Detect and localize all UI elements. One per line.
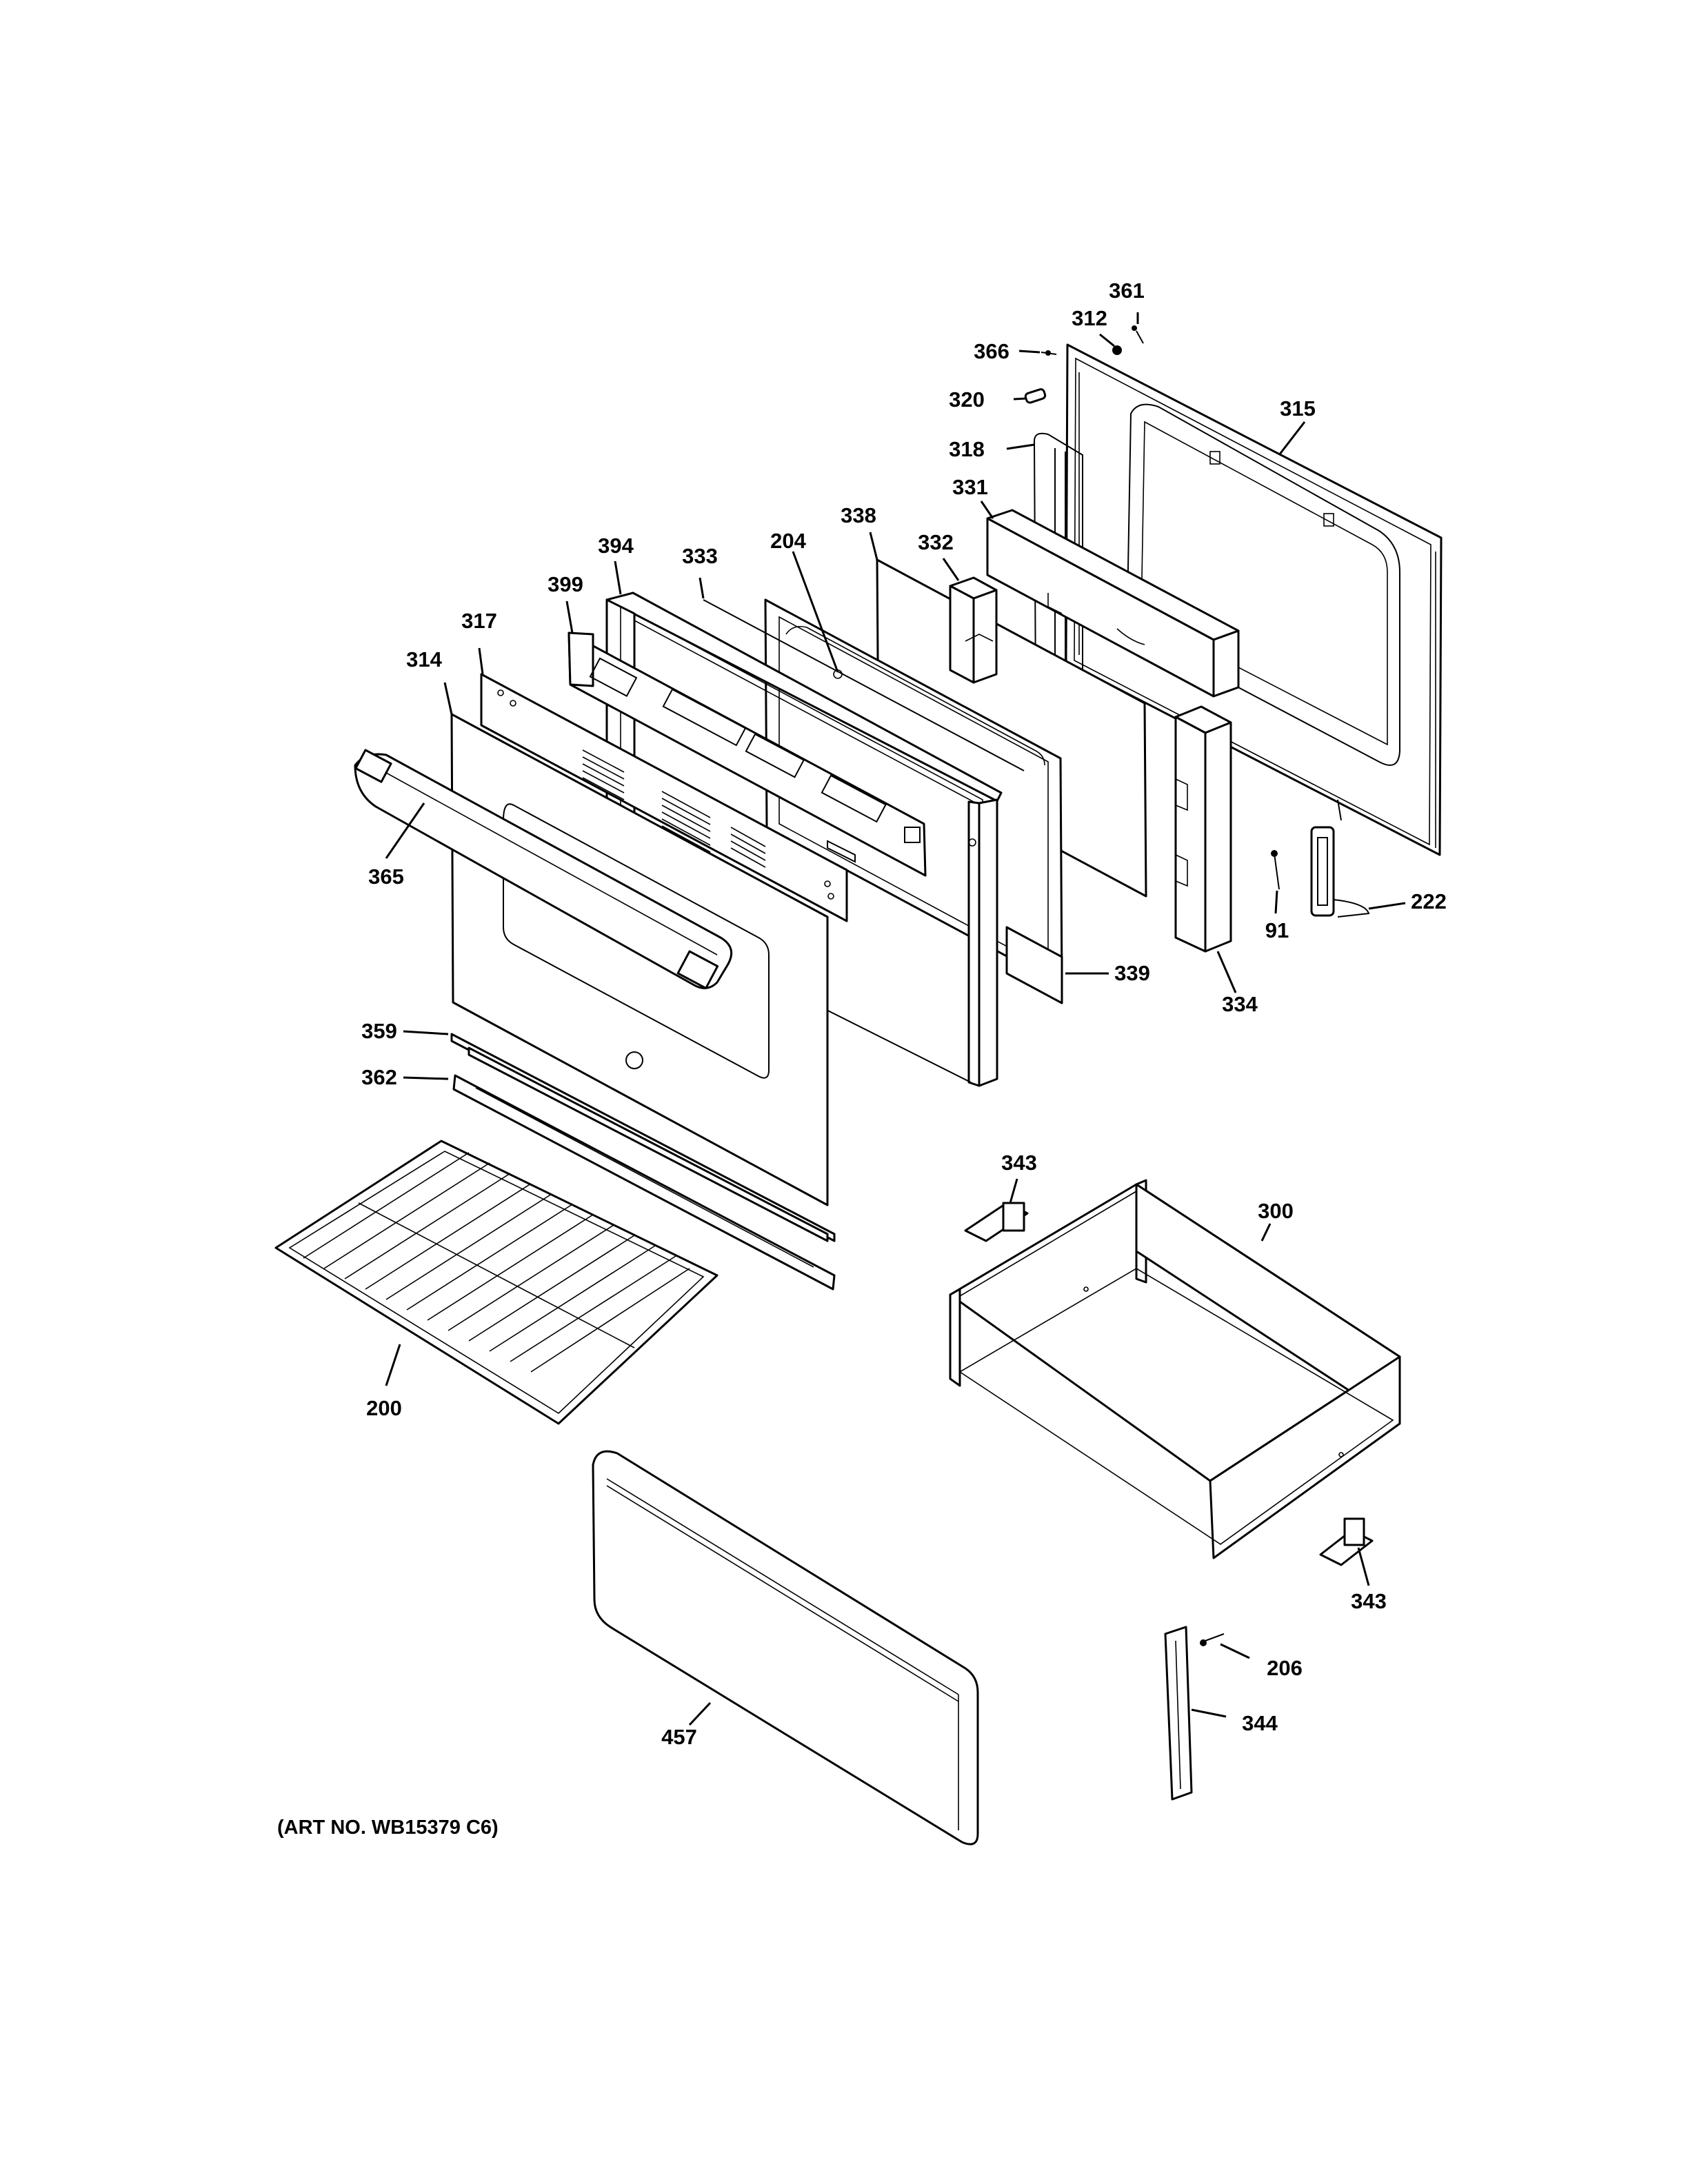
callout-457: 457 bbox=[661, 1725, 697, 1749]
part-361-screw bbox=[1132, 325, 1144, 344]
callout-362: 362 bbox=[361, 1065, 397, 1089]
callout-labels: 361 312 366 320 315 318 331 338 332 394 … bbox=[277, 279, 1447, 1839]
callout-315: 315 bbox=[1280, 396, 1316, 421]
part-314-outer-door bbox=[450, 713, 829, 1206]
part-320-spacer bbox=[1024, 388, 1047, 404]
callout-204: 204 bbox=[770, 529, 806, 553]
callout-359: 359 bbox=[361, 1019, 397, 1043]
part-366-screw bbox=[1041, 350, 1057, 356]
callout-333: 333 bbox=[682, 544, 718, 568]
part-343-slide-upper bbox=[964, 1202, 1029, 1242]
callout-338: 338 bbox=[841, 503, 876, 527]
part-359-trim bbox=[450, 1033, 836, 1242]
part-331-insulation bbox=[986, 509, 1240, 698]
part-362-trim bbox=[452, 1074, 836, 1291]
callout-361: 361 bbox=[1109, 279, 1145, 303]
callout-343-upper: 343 bbox=[1001, 1151, 1037, 1175]
callout-332: 332 bbox=[918, 530, 954, 554]
art-number: (ART NO. WB15379 C6) bbox=[277, 1817, 499, 1839]
callout-320: 320 bbox=[949, 387, 985, 412]
part-365-door-handle bbox=[354, 749, 733, 989]
callout-222: 222 bbox=[1411, 889, 1447, 913]
leader-lines bbox=[385, 312, 1406, 1726]
callout-334: 334 bbox=[1222, 992, 1258, 1016]
callout-317: 317 bbox=[461, 609, 497, 633]
callout-200: 200 bbox=[366, 1396, 402, 1420]
callout-318: 318 bbox=[949, 437, 985, 461]
callout-206: 206 bbox=[1267, 1656, 1303, 1680]
callout-339: 339 bbox=[1114, 961, 1150, 985]
callout-312: 312 bbox=[1072, 306, 1107, 330]
part-332-insulation bbox=[949, 576, 998, 684]
part-457-drawer-front bbox=[592, 1450, 979, 1846]
part-300-drawer-box bbox=[949, 1179, 1401, 1559]
callout-366: 366 bbox=[974, 339, 1009, 363]
part-312-washer bbox=[1112, 345, 1122, 355]
callout-365: 365 bbox=[368, 865, 404, 889]
callout-300: 300 bbox=[1258, 1199, 1294, 1223]
callout-331: 331 bbox=[952, 475, 988, 499]
part-334-insulation bbox=[1174, 705, 1232, 953]
part-200-oven-rack bbox=[274, 1140, 719, 1425]
callout-344: 344 bbox=[1242, 1711, 1278, 1735]
part-399-vent-plate bbox=[567, 631, 927, 877]
part-343-slide-lower bbox=[1319, 1517, 1374, 1566]
callout-399: 399 bbox=[547, 572, 583, 596]
part-91-screw bbox=[1271, 850, 1280, 890]
callout-91: 91 bbox=[1265, 918, 1289, 942]
part-206-screw bbox=[1200, 1633, 1225, 1646]
callout-394: 394 bbox=[598, 534, 634, 558]
part-222-hinge bbox=[1310, 826, 1370, 918]
callout-343-lower: 343 bbox=[1351, 1589, 1387, 1613]
callout-314: 314 bbox=[406, 647, 442, 671]
part-344-drawer-rail bbox=[1164, 1626, 1193, 1801]
